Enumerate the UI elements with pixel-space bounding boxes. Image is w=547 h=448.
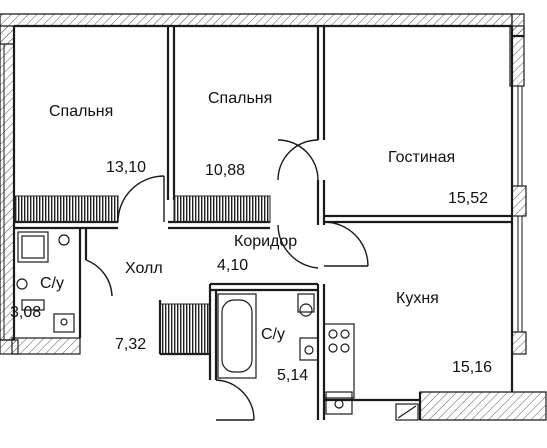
room-area-bedroom-2: 10,88 xyxy=(205,162,246,179)
room-area-hall: 7,32 xyxy=(115,336,147,353)
door-swings xyxy=(85,139,369,421)
room-area-bathroom-2: 5,14 xyxy=(277,367,309,384)
radiator-bedroom-1 xyxy=(13,195,119,223)
room-name-corridor: Коридор xyxy=(234,233,298,250)
radiator-bedroom-2 xyxy=(173,195,271,223)
room-area-bedroom-1: 13,10 xyxy=(106,159,147,176)
room-area-bathroom-1: 3,08 xyxy=(10,304,42,321)
room-name-bedroom-1: Спальня xyxy=(49,103,114,120)
room-name-living-room: Гостиная xyxy=(388,149,456,166)
room-name-kitchen: Кухня xyxy=(396,290,439,307)
room-name-bedroom-2: Спальня xyxy=(208,90,273,107)
kitchen-fixtures xyxy=(323,323,419,421)
room-name-bathroom-1: С/у xyxy=(40,275,64,292)
room-area-corridor: 4,10 xyxy=(217,257,249,274)
interior-walls xyxy=(12,24,524,420)
room-area-living-room: 15,52 xyxy=(448,190,489,207)
bathroom-1-fixtures xyxy=(16,231,75,333)
windows xyxy=(0,44,523,340)
radiator-hall xyxy=(159,303,211,355)
room-name-hall: Холл xyxy=(125,260,163,277)
bathroom-2-fixtures xyxy=(217,293,319,379)
room-name-bathroom-2: С/у xyxy=(261,326,285,343)
room-area-kitchen: 15,16 xyxy=(452,359,493,376)
